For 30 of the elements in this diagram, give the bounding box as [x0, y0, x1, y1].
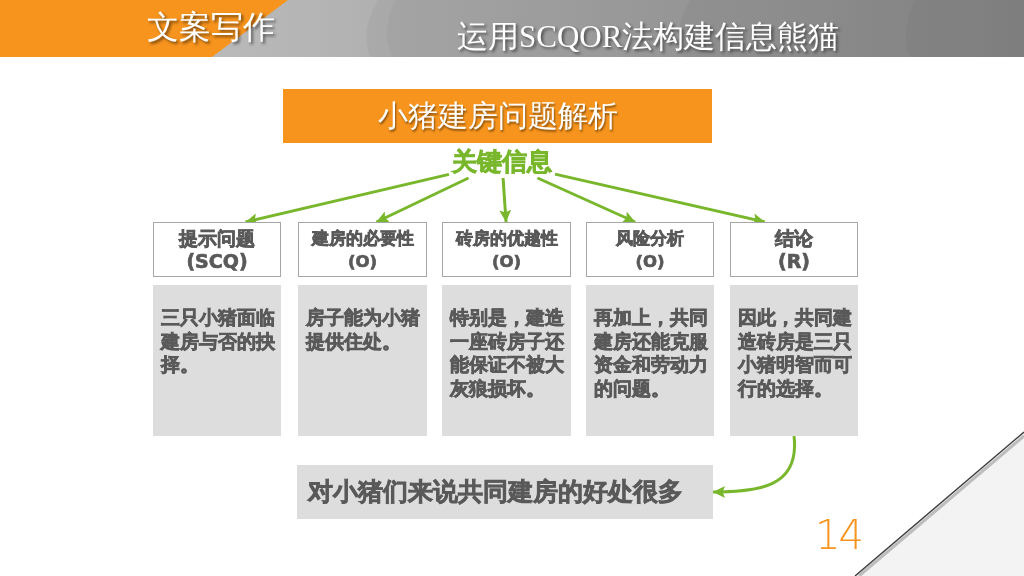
- category-box: [586, 222, 714, 277]
- summary-box: 对小猪们来说共同建房的好处很多: [297, 465, 713, 519]
- arrow: [713, 435, 797, 498]
- category-box: [442, 222, 571, 277]
- description-box: 再加上，共同建房还能克服资金和劳动力的问题。: [586, 285, 714, 436]
- arrow: [375, 176, 470, 224]
- category-title: 砖房的优越性: [455, 227, 558, 250]
- category-tag: (O): [347, 249, 378, 273]
- category-tag: (O): [491, 249, 522, 273]
- category-tag: (SCQ): [186, 249, 248, 273]
- title-banner: 小猪建房问题解析: [283, 89, 712, 143]
- description-box: 三只小猪面临建房与否的抉择。: [153, 285, 281, 436]
- arrow: [536, 176, 636, 224]
- category-title: 建房的必要性: [311, 227, 414, 250]
- category-title: 结论: [775, 226, 813, 250]
- arrow: [499, 177, 512, 223]
- description-box: 房子能为小猪提供住处。: [298, 285, 427, 436]
- category-box: [298, 222, 427, 277]
- keyword-heading: 关键信息: [449, 146, 555, 178]
- category-tag: (R): [778, 249, 810, 273]
- description-box: 因此，共同建造砖房是三只小猪明智而可行的选择。: [730, 285, 858, 436]
- category-box: [730, 222, 858, 277]
- page-number: 14: [815, 512, 862, 558]
- category-title: 风险分析: [616, 227, 684, 250]
- section-label: 文案写作: [147, 7, 275, 48]
- category-tag: (O): [635, 249, 665, 273]
- category-box: [153, 222, 281, 277]
- description-box: 特别是，建造一座砖房子还能保证不被大灰狼损坏。: [442, 285, 571, 436]
- slide-title: 运用SCQOR法构建信息熊猫: [457, 18, 840, 56]
- category-title: 提示问题: [179, 226, 255, 250]
